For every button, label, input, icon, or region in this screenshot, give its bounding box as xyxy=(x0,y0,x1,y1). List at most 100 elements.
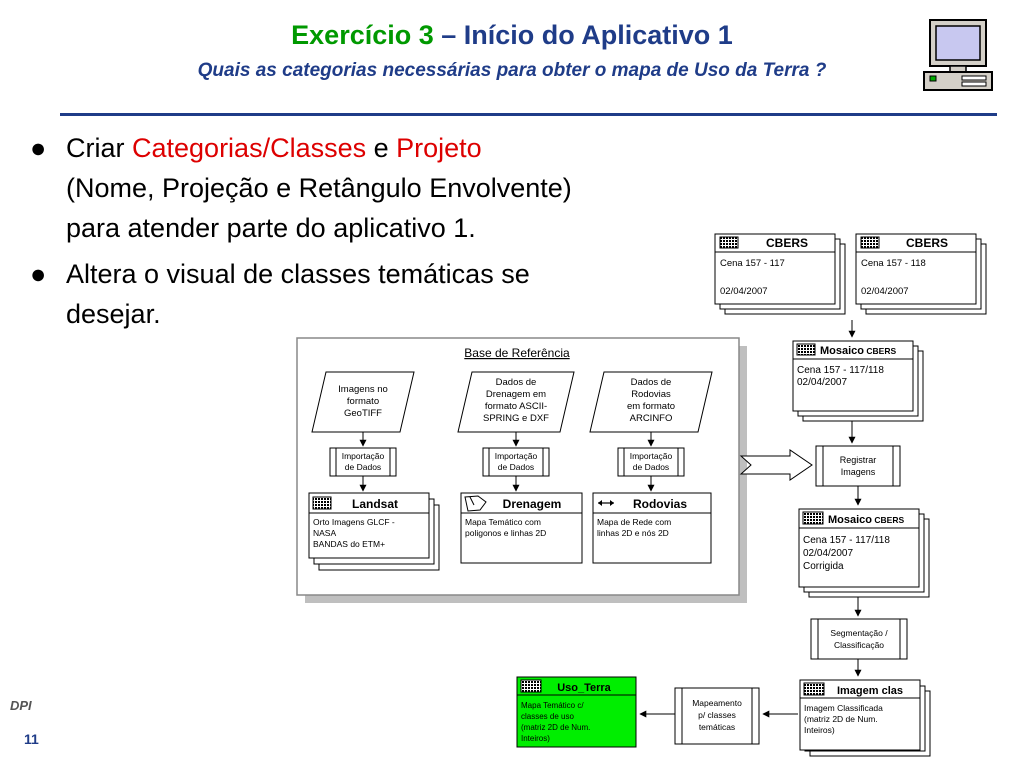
slide-title: Exercício 3 – Início do Aplicativo 1 xyxy=(0,20,1024,51)
segmentacao-l1: Segmentação / xyxy=(830,628,888,638)
bullet-2: ● Altera o visual de classes temáticas s… xyxy=(30,254,730,334)
import3-l1: Importação xyxy=(630,451,673,461)
bullet-1-line2: (Nome, Projeção e Retângulo Envolvente) xyxy=(66,173,572,203)
base-referencia-panel: Base de Referência Imagens no formato Ge… xyxy=(296,337,747,603)
drenagem-l1: Mapa Temático com xyxy=(465,517,541,527)
rodovias-l1: Mapa de Rede com xyxy=(597,517,671,527)
page-number: 11 xyxy=(24,731,39,747)
mosaico1-l1: Cena 157 - 117/118 xyxy=(797,365,884,376)
cbers2-l1: Cena 157 - 118 xyxy=(861,258,926,269)
title-part2: Início do Aplicativo 1 xyxy=(463,20,733,50)
mosaico2-l3: Corrigida xyxy=(803,561,844,572)
input2-l2: Drenagem em xyxy=(486,389,546,400)
raster-icon xyxy=(860,236,880,249)
import2-l1: Importação xyxy=(495,451,538,461)
computer-icon xyxy=(923,19,993,91)
raster-icon xyxy=(803,682,825,696)
uso-terra-l2: classes de uso xyxy=(521,712,574,721)
mosaico-card-2: Mosaico CBERS Cena 157 - 117/118 02/04/2… xyxy=(798,508,930,598)
bullet-2-line1: Altera o visual de classes temáticas se xyxy=(66,259,530,289)
dpi-logo-text: DPI xyxy=(10,698,32,713)
input3-l1: Dados de xyxy=(631,377,672,388)
landsat-title: Landsat xyxy=(352,497,398,511)
raster-icon xyxy=(796,343,816,356)
landsat-l3: BANDAS do ETM+ xyxy=(313,539,385,549)
slide-subtitle: Quais as categorias necessárias para obt… xyxy=(197,60,827,81)
cbers1-l1: Cena 157 - 117 xyxy=(720,258,785,269)
imagem-clas-card: Imagem clas Imagem Classificada (matriz … xyxy=(799,679,931,757)
input-dados-rodovias: Dados de Rodovias em formato ARCINFO xyxy=(589,371,713,433)
bullet-1: ● Criar Categorias/Classes e Projeto (No… xyxy=(30,128,730,248)
input2-l4: SPRING e DXF xyxy=(483,413,549,424)
cbers1-l2: 02/04/2007 xyxy=(720,286,768,297)
import-box-3: Importação de Dados xyxy=(617,447,685,477)
segmentacao-box: Segmentação / Classificação xyxy=(810,618,908,660)
input2-l1: Dados de xyxy=(496,377,537,388)
rodovias-card: Rodovias Mapa de Rede com linhas 2D e nó… xyxy=(592,492,712,564)
input3-l2: Rodovias xyxy=(631,389,671,400)
mosaico2-title-main: Mosaico xyxy=(828,514,872,526)
mosaico1-title-main: Mosaico xyxy=(820,345,864,357)
mosaico1-title: Mosaico CBERS xyxy=(820,345,896,357)
uso-terra-card: Uso_Terra Mapa Temático c/ classes de us… xyxy=(516,676,637,748)
import-box-2: Importação de Dados xyxy=(482,447,550,477)
title-rule xyxy=(60,113,997,116)
bullet-1-line3: para atender parte do aplicativo 1. xyxy=(66,213,476,243)
registrar-box: Registrar Imagens xyxy=(815,445,901,487)
landsat-card: Landsat Orto Imagens GLCF - NASA BANDAS … xyxy=(308,492,440,571)
drenagem-title: Drenagem xyxy=(503,497,562,511)
thematic-polygon-icon xyxy=(464,495,487,512)
input-imagens-geotiff: Imagens no formato GeoTIFF xyxy=(311,371,415,433)
mosaico2-title-small: CBERS xyxy=(872,515,904,525)
cbers2-title: CBERS xyxy=(906,236,948,250)
mosaico2-title: Mosaico CBERS xyxy=(828,514,904,526)
cbers-card-2: CBERS Cena 157 - 118 02/04/2007 xyxy=(855,233,987,315)
cbers2-l2: 02/04/2007 xyxy=(861,286,909,297)
input1-l1: Imagens no xyxy=(338,384,388,395)
mosaico1-l2: 02/04/2007 xyxy=(797,377,847,388)
drenagem-card: Drenagem Mapa Temático com poligonos e l… xyxy=(460,492,583,564)
uso-terra-l4: Inteiros) xyxy=(521,734,550,743)
hollow-arrow xyxy=(739,449,813,481)
title-part1: Exercício 3 xyxy=(291,20,434,50)
bullet-dot-2: ● xyxy=(30,259,47,289)
raster-icon xyxy=(719,236,739,249)
input-dados-drenagem: Dados de Drenagem em formato ASCII- SPRI… xyxy=(457,371,575,433)
landsat-l1: Orto Imagens GLCF - xyxy=(313,517,395,527)
mosaico2-l1: Cena 157 - 117/118 xyxy=(803,535,890,546)
registrar-l2: Imagens xyxy=(841,467,876,477)
mapeamento-l3: temáticas xyxy=(699,722,735,732)
raster-icon xyxy=(520,679,542,693)
input1-l3: GeoTIFF xyxy=(344,408,382,419)
network-arrows-icon xyxy=(598,500,614,506)
mosaico-card-1: Mosaico CBERS Cena 157 - 117/118 02/04/2… xyxy=(792,340,924,422)
uso-terra-l1: Mapa Temático c/ xyxy=(521,701,584,710)
bullet-dot-1: ● xyxy=(30,133,47,163)
segmentacao-l2: Classificação xyxy=(834,640,884,650)
input3-l4: ARCINFO xyxy=(630,413,673,424)
imagem-clas-l1: Imagem Classificada xyxy=(804,703,883,713)
drenagem-l2: poligonos e linhas 2D xyxy=(465,528,546,538)
bullet-1-prefix: Criar xyxy=(66,133,132,163)
cbers-card-1: CBERS Cena 157 - 117 02/04/2007 xyxy=(714,233,846,315)
mapeamento-l2: p/ classes xyxy=(698,710,736,720)
bullet-1-mid: e xyxy=(366,133,397,163)
bullet-1-categorias: Categorias/Classes xyxy=(132,133,367,163)
title-dash: – xyxy=(433,20,464,50)
mapeamento-l1: Mapeamento xyxy=(692,698,742,708)
uso-terra-l3: (matriz 2D de Num. xyxy=(521,723,590,732)
input1-l2: formato xyxy=(347,396,379,407)
uso-terra-title: Uso_Terra xyxy=(557,682,611,694)
mosaico2-l2: 02/04/2007 xyxy=(803,548,853,559)
bullet-1-projeto: Projeto xyxy=(396,133,482,163)
rodovias-title: Rodovias xyxy=(633,497,687,511)
cbers1-title: CBERS xyxy=(766,236,808,250)
input3-l3: em formato xyxy=(627,401,675,412)
import1-l2: de Dados xyxy=(345,462,381,472)
registrar-l1: Registrar xyxy=(840,455,877,465)
mosaico1-title-small: CBERS xyxy=(864,346,896,356)
import2-l2: de Dados xyxy=(498,462,534,472)
rodovias-l2: linhas 2D e nós 2D xyxy=(597,528,669,538)
bullet-list: ● Criar Categorias/Classes e Projeto (No… xyxy=(30,128,730,334)
